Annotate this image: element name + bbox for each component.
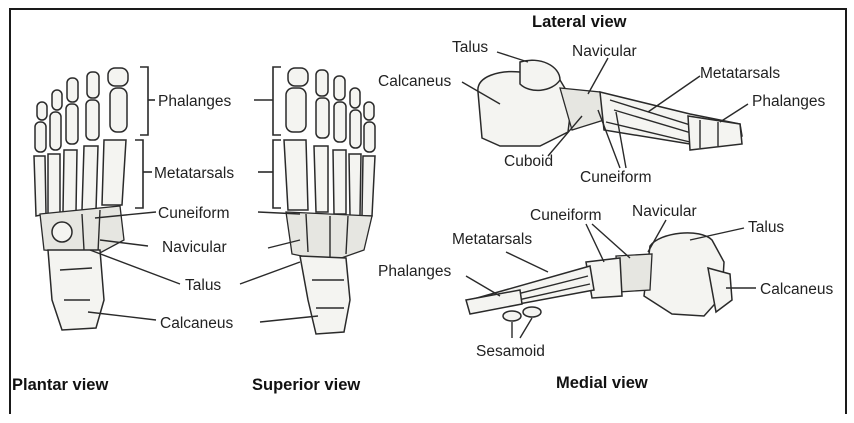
talus-lateral-leader	[497, 52, 528, 62]
title-medial-view: Medial view	[556, 374, 648, 392]
metatarsals-medial-leader	[506, 252, 548, 272]
label-lateral-phalanges: Phalanges	[752, 93, 826, 110]
label-plantar-phalanges: Phalanges	[158, 93, 232, 110]
metatarsals-bracket-right	[273, 140, 281, 208]
phalanges-bracket-right	[273, 67, 281, 135]
title-plantar-view: Plantar view	[12, 376, 108, 394]
metatarsals-bracket-left	[135, 140, 143, 208]
label-plantar-calcaneus: Calcaneus	[160, 315, 233, 332]
label-lateral-talus: Talus	[452, 39, 488, 56]
title-superior-view: Superior view	[252, 376, 360, 394]
plantar-foot-illustration	[34, 68, 128, 330]
metatarsals-lateral-leader	[648, 76, 700, 112]
label-lateral-cuboid: Cuboid	[504, 153, 553, 170]
label-medial-calcaneus: Calcaneus	[760, 281, 833, 298]
phalanges-lateral-leader	[720, 104, 748, 122]
label-lateral-calcaneus: Calcaneus	[378, 73, 451, 90]
navicular-lateral-leader	[588, 58, 608, 94]
label-plantar-metatarsals: Metatarsals	[154, 165, 234, 182]
label-medial-sesamoid: Sesamoid	[476, 343, 545, 360]
label-lateral-metatarsals: Metatarsals	[700, 65, 780, 82]
label-medial-phalanges: Phalanges	[378, 263, 452, 280]
label-medial-talus: Talus	[748, 219, 784, 236]
phalanges-bracket-left	[140, 67, 148, 135]
label-plantar-navicular: Navicular	[162, 239, 227, 256]
title-lateral-view: Lateral view	[532, 13, 627, 31]
label-plantar-talus: Talus	[185, 277, 221, 294]
label-lateral-cuneiform: Cuneiform	[580, 169, 652, 186]
superior-foot-illustration	[284, 68, 375, 334]
label-lateral-navicular: Navicular	[572, 43, 637, 60]
label-medial-navicular: Navicular	[632, 203, 697, 220]
phalanges-medial-leader	[466, 276, 500, 296]
label-medial-cuneiform: Cuneiform	[530, 207, 602, 224]
label-medial-metatarsals: Metatarsals	[452, 231, 532, 248]
label-plantar-cuneiform: Cuneiform	[158, 205, 230, 222]
